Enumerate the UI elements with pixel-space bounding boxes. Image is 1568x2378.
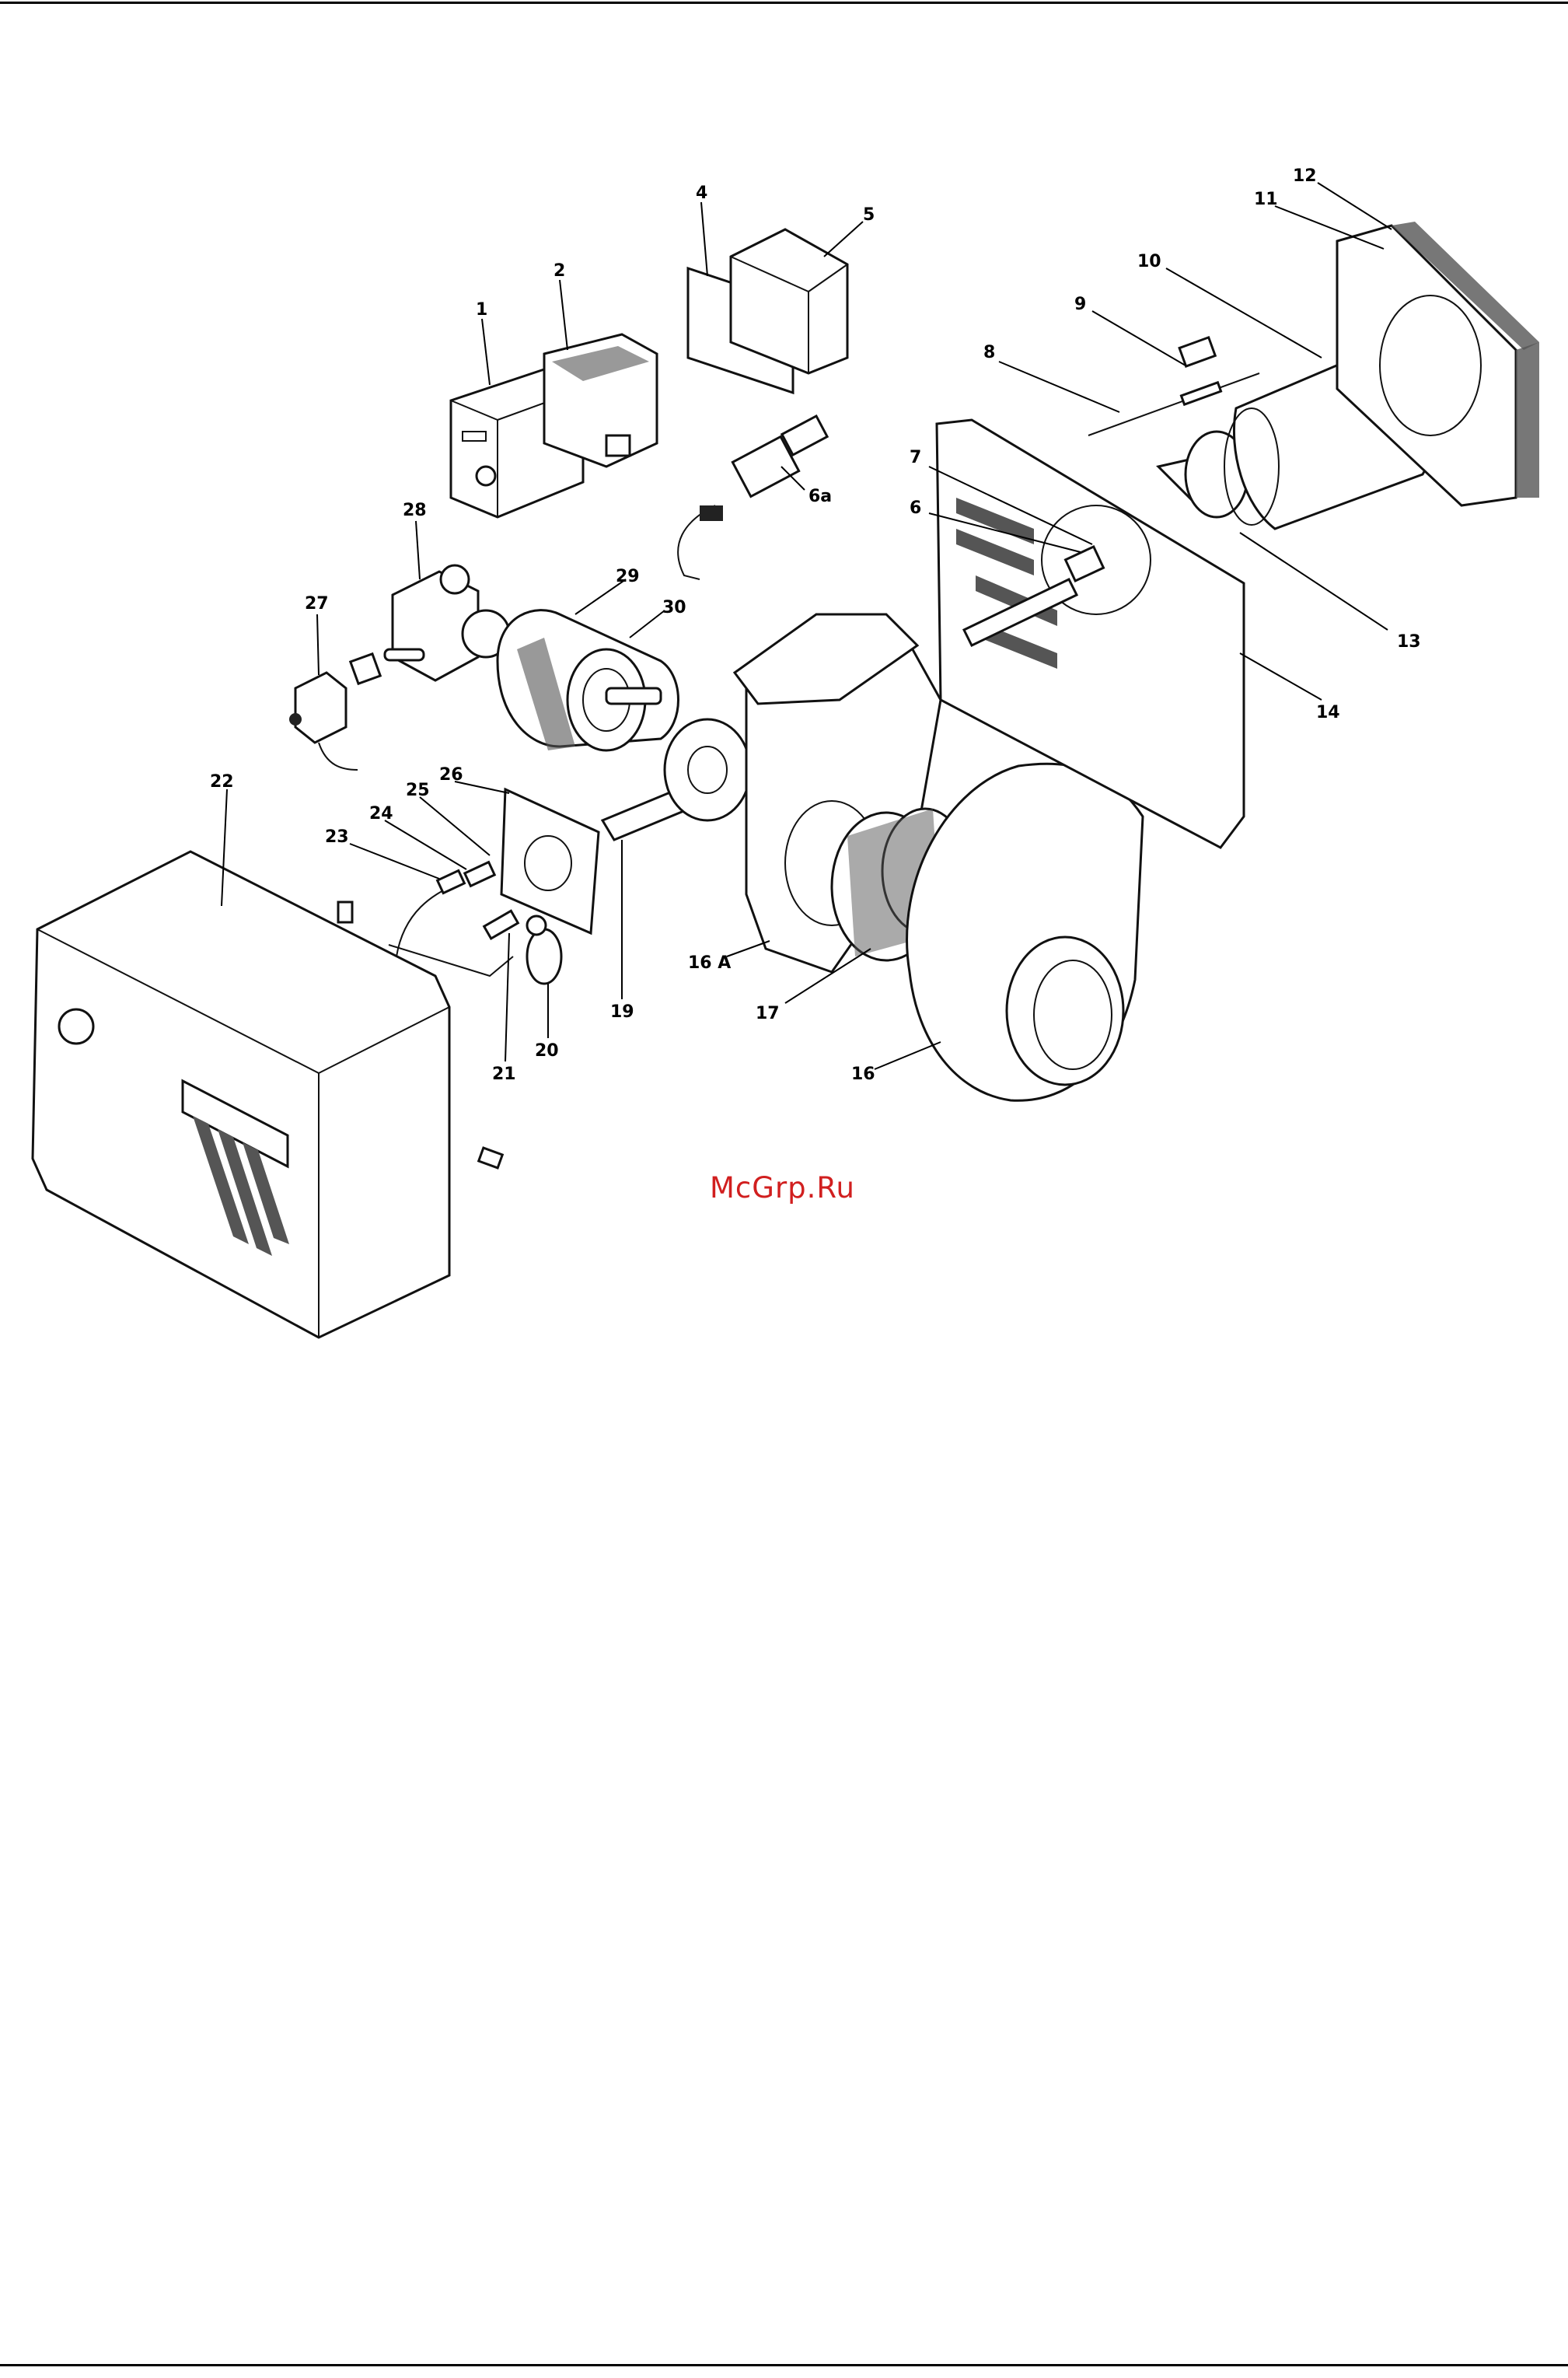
part-6a-solenoid-valve <box>678 416 827 579</box>
callout-13: 13 <box>1397 632 1421 652</box>
callout-21: 21 <box>492 1065 516 1084</box>
callout-12: 12 <box>1293 166 1317 186</box>
callout-22: 22 <box>210 772 234 792</box>
part-22-cover <box>33 852 449 1338</box>
part-27-valve-coil <box>289 673 358 770</box>
bottom-rule <box>0 2364 1568 2366</box>
part-2-socket-base <box>544 334 657 467</box>
callout-14: 14 <box>1316 703 1340 722</box>
callout-30: 30 <box>662 598 686 617</box>
callout-8: 8 <box>983 343 995 362</box>
callout-20: 20 <box>535 1041 559 1061</box>
exploded-parts-diagram: 1 2 4 5 6 6a 7 8 9 10 11 12 13 14 16 16 … <box>0 0 1568 1400</box>
part-30-motor <box>498 610 679 750</box>
callout-25: 25 <box>406 781 430 800</box>
callout-19: 19 <box>610 1002 634 1022</box>
callout-27: 27 <box>305 594 329 614</box>
callout-1: 1 <box>476 300 487 320</box>
callout-6: 6 <box>910 498 921 518</box>
callout-6a: 6a <box>808 487 832 506</box>
callout-17: 17 <box>756 1004 780 1023</box>
callout-24: 24 <box>369 804 393 824</box>
part-26-plate <box>501 789 599 933</box>
part-20-flange <box>527 916 561 984</box>
callout-7: 7 <box>910 448 921 467</box>
callout-4: 4 <box>696 184 707 203</box>
callout-10: 10 <box>1137 252 1161 271</box>
pump-gasket <box>351 654 380 684</box>
watermark: McGrp.Ru <box>710 1171 855 1205</box>
callout-5: 5 <box>863 205 875 225</box>
callout-2: 2 <box>554 261 565 281</box>
part-23-25-fittings <box>389 862 518 976</box>
callout-29: 29 <box>616 567 640 586</box>
callout-26: 26 <box>439 765 463 785</box>
callout-28: 28 <box>403 501 427 520</box>
callout-16: 16 <box>851 1065 875 1084</box>
screw-lower <box>479 1148 503 1168</box>
callout-16a: 16 A <box>688 953 731 973</box>
callout-9: 9 <box>1074 295 1086 314</box>
callout-11: 11 <box>1254 190 1278 209</box>
part-28-pump <box>385 565 509 680</box>
screw-upper <box>338 902 352 922</box>
callout-23: 23 <box>325 827 349 847</box>
